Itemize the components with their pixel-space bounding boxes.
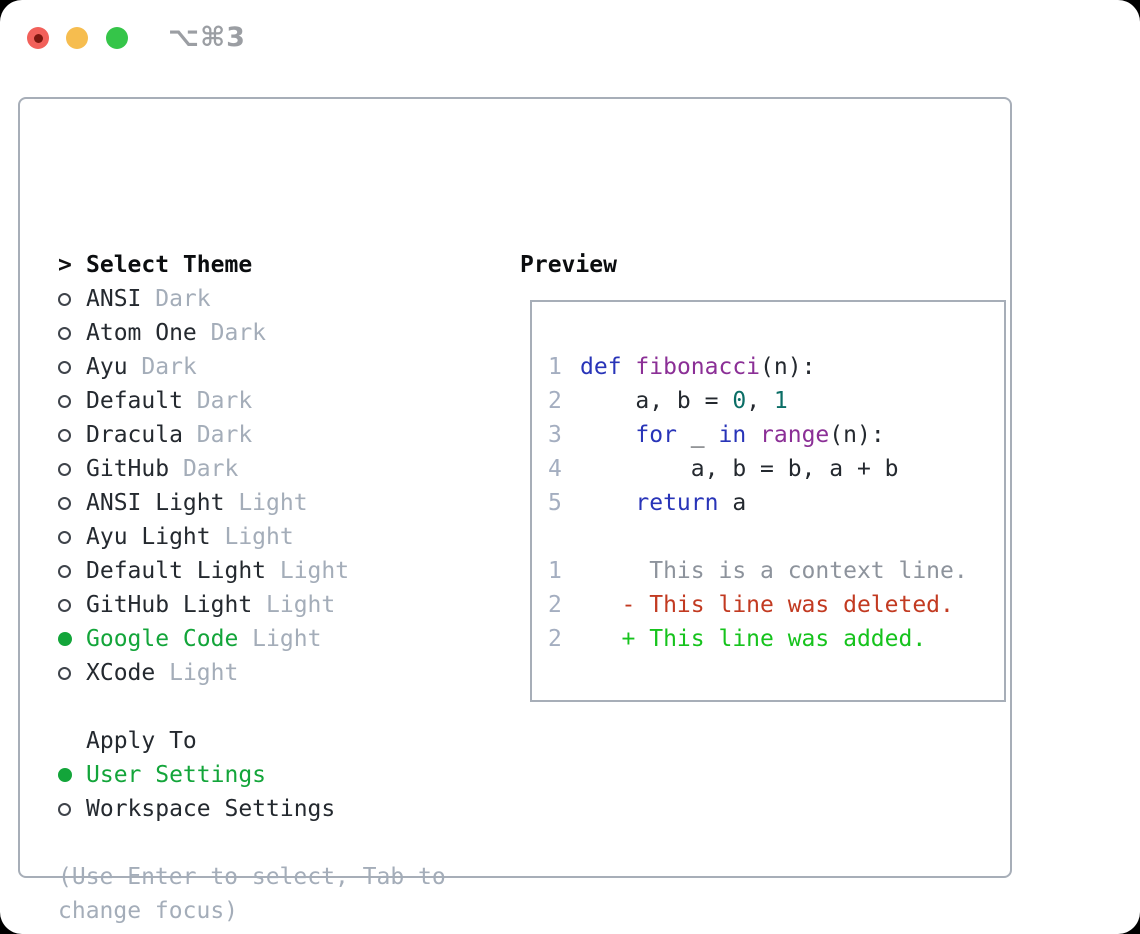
zoom-button[interactable] bbox=[106, 27, 128, 49]
theme-option-label: Dracula bbox=[86, 422, 183, 448]
line-number: 3 bbox=[548, 422, 562, 448]
preview-line-8: 2 - This line was deleted. bbox=[548, 588, 1004, 622]
theme-option-label: ANSI bbox=[86, 286, 142, 312]
radio-icon bbox=[58, 802, 71, 816]
line-number: 4 bbox=[548, 456, 562, 482]
selected-radio-icon bbox=[58, 768, 72, 782]
theme-option-label: Default bbox=[86, 388, 183, 414]
radio-icon bbox=[58, 598, 71, 612]
selected-radio-icon bbox=[58, 632, 72, 646]
theme-option-label: GitHub bbox=[86, 456, 170, 482]
apply-option-label: Workspace Settings bbox=[86, 796, 336, 822]
line-number: 2 bbox=[548, 626, 562, 652]
theme-option-label: GitHub Light bbox=[86, 592, 253, 618]
theme-variant-label: Light bbox=[238, 626, 322, 652]
spacer bbox=[58, 826, 446, 860]
theme-option-ansi-light[interactable]: ANSI Light Light bbox=[58, 486, 446, 520]
preview-line-5: 5 return a bbox=[548, 486, 1004, 520]
theme-option-label: Google Code bbox=[86, 626, 239, 652]
apply-to-title: Apply To bbox=[86, 728, 197, 754]
radio-icon bbox=[58, 462, 71, 476]
theme-option-google-code[interactable]: Google Code Light bbox=[58, 622, 446, 656]
theme-option-ayu[interactable]: Ayu Dark bbox=[58, 350, 446, 384]
apply-option-user-settings[interactable]: User Settings bbox=[58, 758, 446, 792]
theme-variant-label: Dark bbox=[182, 422, 253, 448]
minimize-button[interactable] bbox=[66, 27, 88, 49]
apply-option-workspace-settings[interactable]: Workspace Settings bbox=[58, 792, 446, 826]
line-number: 1 bbox=[548, 558, 562, 584]
apply-option-label: User Settings bbox=[86, 762, 267, 788]
keyboard-hint-line2: change focus) bbox=[58, 898, 239, 924]
theme-variant-label: Dark bbox=[141, 286, 211, 312]
radio-icon bbox=[58, 360, 71, 374]
theme-variant-label: Light bbox=[266, 558, 350, 584]
radio-icon bbox=[58, 292, 71, 306]
theme-option-label: Default Light bbox=[86, 558, 267, 584]
radio-icon bbox=[58, 666, 71, 680]
keyboard-hint-line1: (Use Enter to select, Tab to bbox=[58, 864, 446, 890]
theme-option-label: XCode bbox=[86, 660, 156, 686]
theme-variant-label: Light bbox=[210, 524, 294, 550]
radio-icon bbox=[58, 496, 71, 510]
spacer bbox=[58, 690, 446, 724]
radio-icon bbox=[58, 394, 71, 408]
theme-variant-label: Light bbox=[155, 660, 239, 686]
radio-icon bbox=[58, 428, 71, 442]
line-number: 5 bbox=[548, 490, 562, 516]
theme-variant-label: Dark bbox=[169, 456, 239, 482]
preview-line-4: 4 a, b = b, a + b bbox=[548, 452, 1004, 486]
theme-variant-label: Dark bbox=[182, 388, 253, 414]
select-theme-header: > Select Theme bbox=[58, 248, 446, 282]
theme-option-xcode[interactable]: XCode Light bbox=[58, 656, 446, 690]
window-shortcut-label: ⌥⌘3 bbox=[168, 22, 246, 53]
theme-option-label: Ayu bbox=[86, 354, 128, 380]
cursor-marker: > bbox=[58, 252, 72, 278]
preview-line-9: 2 + This line was added. bbox=[548, 622, 1004, 656]
select-theme-title: Select Theme bbox=[86, 252, 253, 278]
line-number: 2 bbox=[548, 592, 562, 618]
theme-option-label: ANSI Light bbox=[86, 490, 225, 516]
line-number: 1 bbox=[548, 354, 562, 380]
theme-option-label: Ayu Light bbox=[86, 524, 211, 550]
theme-option-ansi[interactable]: ANSI Dark bbox=[58, 282, 446, 316]
theme-option-github[interactable]: GitHub Dark bbox=[58, 452, 446, 486]
close-button[interactable] bbox=[27, 27, 49, 49]
preview-title: Preview bbox=[520, 252, 617, 278]
radio-icon bbox=[58, 326, 71, 340]
close-button-dot bbox=[33, 33, 43, 43]
theme-option-github-light[interactable]: GitHub Light Light bbox=[58, 588, 446, 622]
theme-variant-label: Light bbox=[224, 490, 308, 516]
theme-variant-label: Dark bbox=[127, 354, 197, 380]
theme-option-ayu-light[interactable]: Ayu Light Light bbox=[58, 520, 446, 554]
window-titlebar: ⌥⌘3 bbox=[0, 0, 1140, 76]
apply-to-header: Apply To bbox=[58, 724, 446, 758]
preview-line-3: 3 for _ in range(n): bbox=[548, 418, 1004, 452]
preview-line-2: 2 a, b = 0, 1 bbox=[548, 384, 1004, 418]
theme-option-dracula[interactable]: Dracula Dark bbox=[58, 418, 446, 452]
theme-option-atom-one[interactable]: Atom One Dark bbox=[58, 316, 446, 350]
radio-icon bbox=[58, 564, 71, 578]
line-number: 2 bbox=[548, 388, 562, 414]
preview-line-7: 1 This is a context line. bbox=[548, 554, 1004, 588]
theme-variant-label: Dark bbox=[196, 320, 267, 346]
radio-icon bbox=[58, 530, 71, 544]
theme-variant-label: Light bbox=[252, 592, 336, 618]
theme-option-default[interactable]: Default Dark bbox=[58, 384, 446, 418]
theme-option-label: Atom One bbox=[86, 320, 197, 346]
theme-option-default-light[interactable]: Default Light Light bbox=[58, 554, 446, 588]
preview-line-6 bbox=[548, 520, 1004, 554]
